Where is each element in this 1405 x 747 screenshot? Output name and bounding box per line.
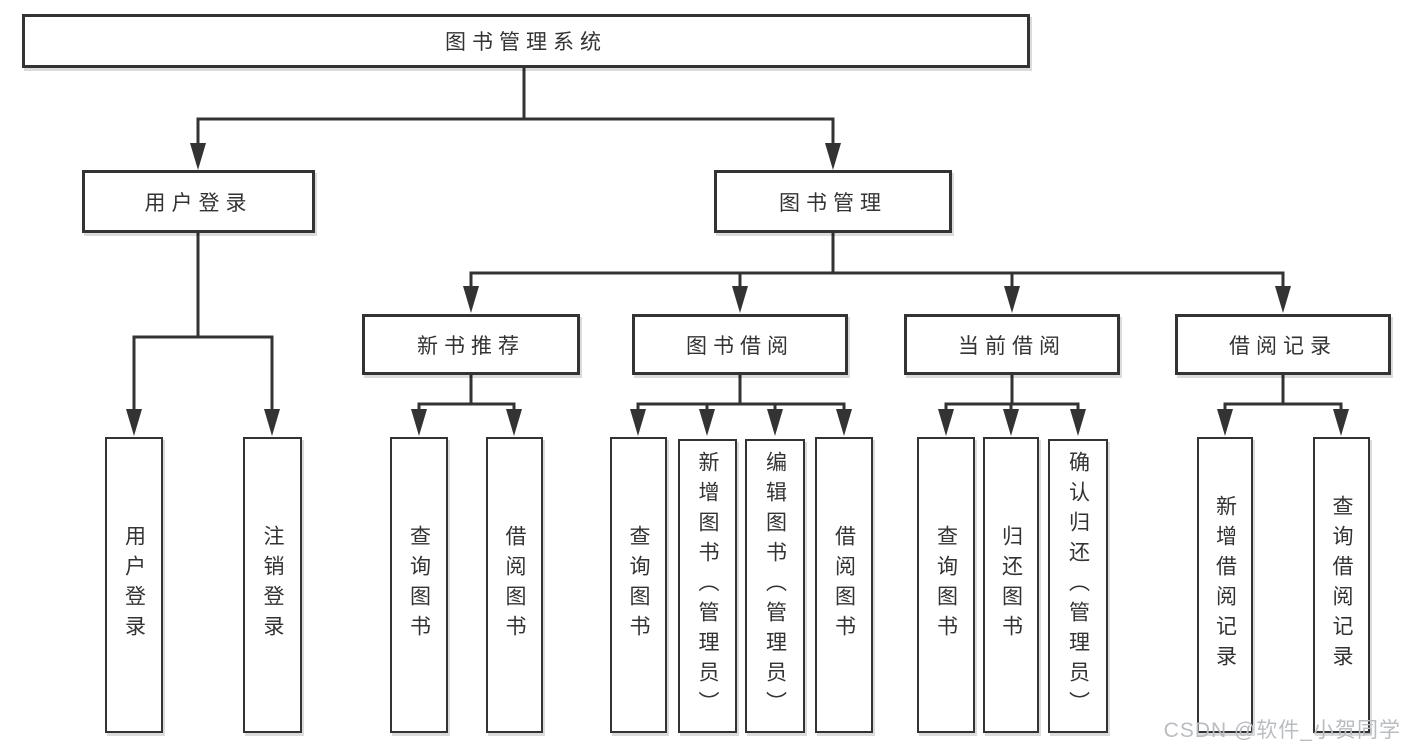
leaf-edit-book-admin: 编辑图书（管理员） [745,439,805,733]
arrow-down-icon [699,409,715,436]
arrow-down-icon [126,409,142,436]
arrow-down-icon [463,286,479,313]
leaf-borrow-books-recommend: 借阅图书 [486,437,543,733]
arrow-down-icon [190,143,206,170]
arrow-down-icon [1217,409,1233,436]
arrow-down-icon [1004,286,1020,313]
node-current-borrowing: 当前借阅 [904,314,1120,375]
arrow-down-icon [825,143,841,170]
arrow-down-icon [630,409,646,436]
csdn-watermark: CSDN @软件_小贺同学 [1163,719,1401,742]
leaf-borrow-books: 借阅图书 [815,437,873,733]
node-root: 图书管理系统 [22,14,1030,68]
arrow-down-icon [767,409,783,436]
arrow-down-icon [1275,286,1291,313]
arrow-down-icon [506,409,522,436]
node-book-management: 图书管理 [714,170,952,233]
node-book-borrowing: 图书借阅 [632,314,848,375]
arrow-down-icon [732,286,748,313]
leaf-query-books-current: 查询图书 [917,437,975,733]
arrow-down-icon [411,409,427,436]
leaf-add-book-admin: 新增图书（管理员） [678,439,737,733]
arrow-down-icon [1070,409,1086,436]
leaf-user-login: 用户登录 [105,437,163,733]
leaf-confirm-return-admin: 确认归还（管理员） [1048,439,1108,733]
node-user-login: 用户登录 [82,170,315,233]
leaf-query-books-borrowing: 查询图书 [610,437,667,733]
arrow-down-icon [1333,409,1349,436]
leaf-query-books-recommend: 查询图书 [390,437,448,733]
arrow-down-icon [1003,409,1019,436]
node-borrowing-records: 借阅记录 [1175,314,1391,375]
leaf-query-borrow-record: 查询借阅记录 [1313,437,1370,733]
arrow-down-icon [264,409,280,436]
leaf-logout: 注销登录 [243,437,302,733]
node-new-book-recommendation: 新书推荐 [362,314,580,375]
leaf-return-book: 归还图书 [983,437,1039,733]
arrow-down-icon [938,409,954,436]
arrow-down-icon [836,409,852,436]
leaf-add-borrow-record: 新增借阅记录 [1197,437,1253,733]
